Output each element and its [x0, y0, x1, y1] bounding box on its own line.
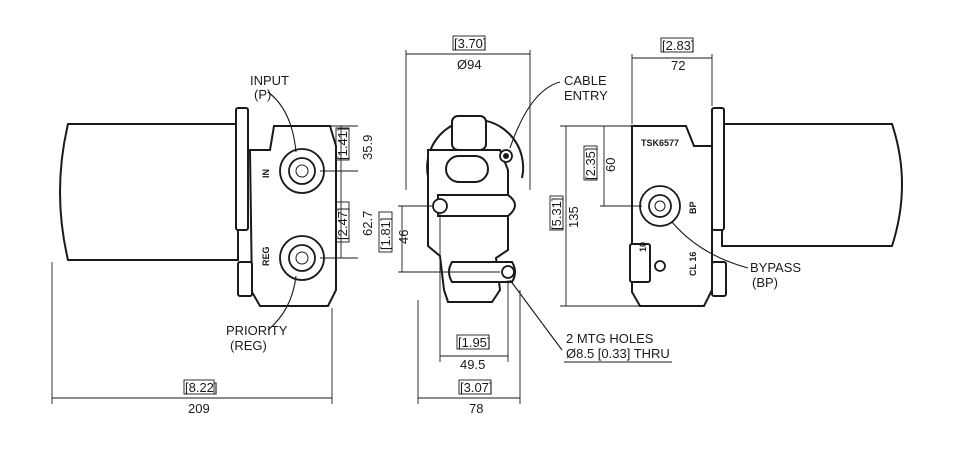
bypass-port-inner: [648, 194, 672, 218]
dim-left-width-in: [8.22]: [185, 380, 218, 395]
port-reg-mark: REG: [261, 246, 271, 266]
mtg-hole-lower: [501, 265, 515, 279]
mtg-holes-leader: [509, 279, 563, 351]
dim-right-height-in: [5.31]: [549, 197, 564, 230]
dim-left-width: [8.22] 209: [51, 262, 333, 416]
mtg-holes-label: 2 MTG HOLES: [566, 331, 654, 346]
bp-mark: BP: [688, 201, 698, 214]
bypass-label-sub: (BP): [752, 275, 778, 290]
dim-bypass-height-in: [2.35]: [583, 147, 598, 180]
dim-holes-horizontal-mm: 49.5: [460, 357, 485, 372]
bypass-port-bore: [654, 200, 666, 212]
dim-front-width: [3.07] 78: [417, 290, 521, 416]
front-view: CABLE ENTRY 2 MTG HOLES Ø8.5 [0.33] THRU…: [378, 35, 672, 416]
dim-holes-horizontal: [1.95] 49.5: [439, 214, 509, 372]
cable-entry-label-sub: ENTRY: [564, 88, 608, 103]
dim-port-spacing-in: [1.41]: [335, 127, 350, 160]
dim-left-width-mm: 209: [188, 401, 210, 416]
bypass-label: BYPASS: [750, 260, 801, 275]
priority-port-bore: [295, 251, 309, 265]
dim-bypass-height-mm: 60: [603, 158, 618, 172]
mark-cl: CL 16: [688, 252, 698, 276]
input-leader: [267, 91, 297, 153]
dim-holes-vertical: [1.81] 46: [378, 205, 500, 273]
dim-right-width-mm: 72: [671, 58, 685, 73]
part-code-mark: TSK6577: [641, 138, 679, 148]
dim-port-spacing-mm: 35.9: [360, 135, 375, 160]
front-mounting-bar-upper: [437, 194, 516, 217]
cable-entry-leader: [509, 81, 561, 149]
dim-front-width-mm: 78: [469, 401, 483, 416]
right-flange-plate: [711, 107, 725, 231]
priority-label: PRIORITY: [226, 323, 288, 338]
dim-port-height-in: [2.47]: [335, 207, 350, 240]
left-drain-fitting: [237, 261, 253, 297]
right-small-hole: [654, 260, 666, 272]
dim-right-width: [2.83] 72: [631, 37, 713, 124]
dim-holes-vertical-in: [1.81]: [378, 217, 393, 250]
right-solenoid-coil: [721, 123, 903, 247]
dim-port-spacing: [1.41] 35.9: [320, 125, 375, 172]
left-view: IN REG INPUT (P) PRIORITY (REG) [1.41] 3…: [51, 73, 375, 416]
input-port-inner: [288, 157, 316, 185]
right-lower-block: [629, 243, 651, 283]
dim-front-diameter-mm: Ø94: [457, 57, 482, 72]
mtg-hole-upper: [432, 198, 448, 214]
input-label: INPUT: [250, 73, 289, 88]
dim-right-width-in: [2.83]: [662, 38, 695, 53]
dim-front-diameter-in: [3.70]: [454, 36, 487, 51]
right-fitting-nub: [711, 261, 727, 297]
cable-entry-center: [503, 153, 509, 159]
dim-right-height-mm: 135: [566, 206, 581, 228]
front-upper-slot: [445, 155, 489, 183]
input-port-bore: [295, 164, 309, 178]
dim-holes-vertical-mm: 46: [396, 230, 411, 244]
left-solenoid-coil: [59, 123, 239, 261]
dim-holes-horizontal-in: [1.95]: [458, 335, 491, 350]
left-flange-plate: [235, 107, 249, 231]
priority-leader: [267, 275, 297, 331]
front-top-fitting: [451, 115, 487, 151]
dim-port-height-mm: 62.7: [360, 211, 375, 236]
dim-front-width-in: [3.07]: [460, 380, 493, 395]
dim-front-diameter: [3.70] Ø94: [405, 35, 531, 190]
dim-right-height: [5.31] 135: [549, 125, 640, 307]
mtg-holes-size: Ø8.5 [0.33] THRU: [566, 346, 670, 361]
priority-port-inner: [288, 244, 316, 272]
bypass-leader: [671, 221, 749, 269]
mark-10: 10: [638, 242, 648, 252]
dim-port-height: [2.47] 62.7: [320, 171, 375, 259]
dim-bypass-height: [2.35] 60: [583, 125, 642, 207]
cable-entry-label: CABLE: [564, 73, 607, 88]
input-label-sub: (P): [254, 87, 271, 102]
right-view: TSK6577 BP 10 CL 16 BYPASS (BP) [2.83] 7…: [549, 37, 903, 307]
priority-label-sub: (REG): [230, 338, 267, 353]
port-in-mark: IN: [261, 169, 271, 178]
